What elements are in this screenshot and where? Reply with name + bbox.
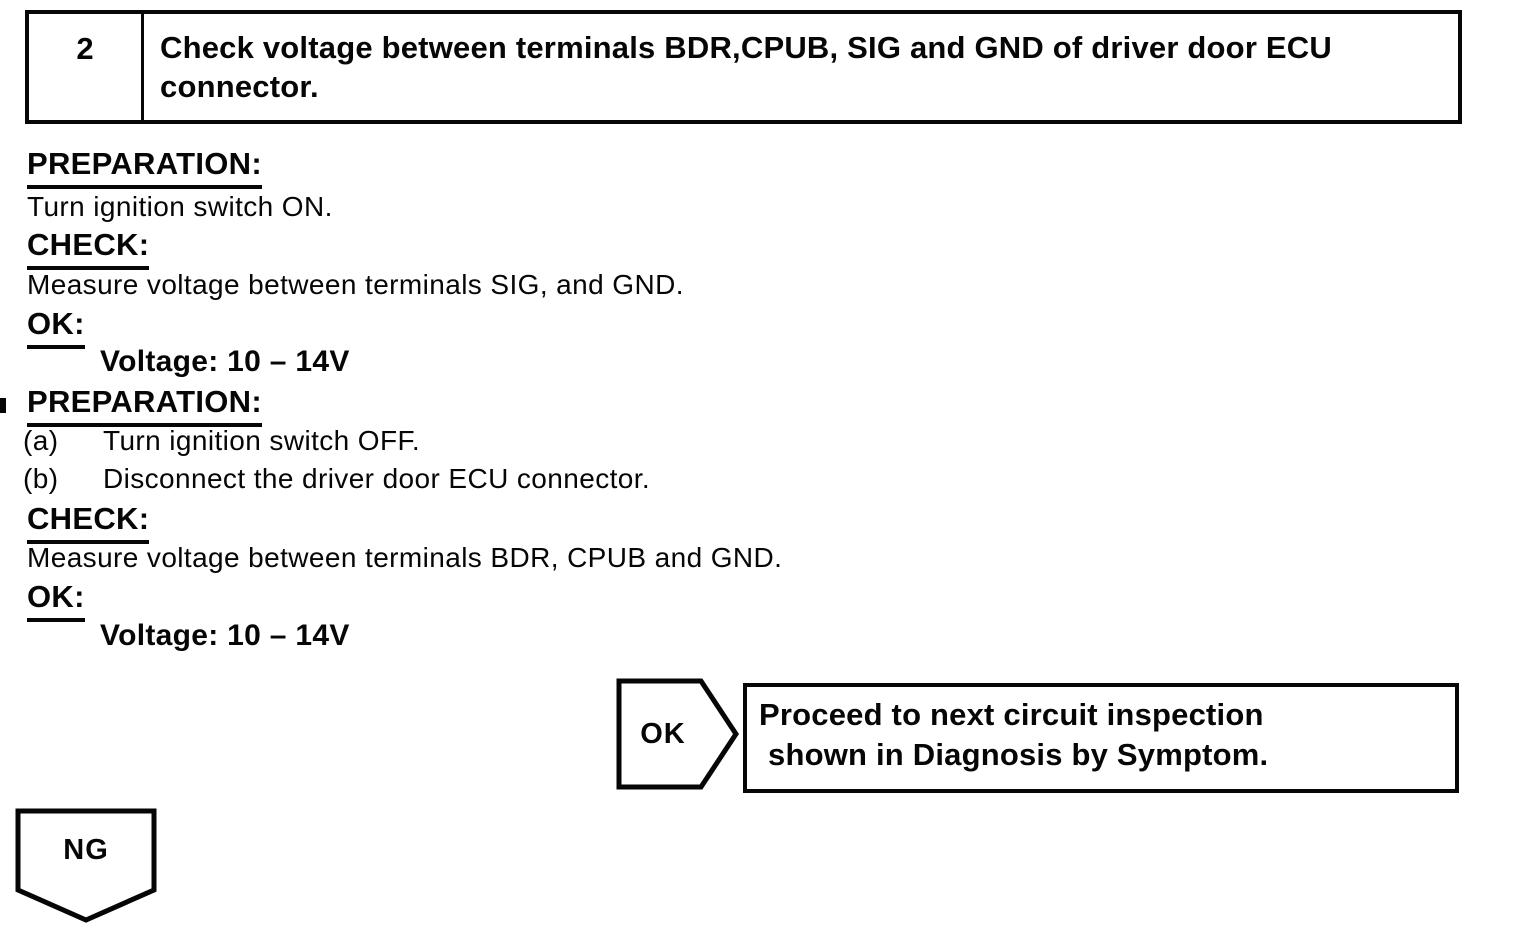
step-text-b: Disconnect the driver door ECU connector… [103,463,651,494]
check-heading-2: CHECK: [27,500,150,545]
preparation-text-1: Turn ignition switch ON. [27,191,333,222]
preparation-step-a: (a) Turn ignition switch OFF. [23,424,420,458]
scan-artifact [0,398,6,413]
check-heading-1: CHECK: [27,226,150,271]
ng-connector-label: NG [63,833,109,866]
ok-spec-2: Voltage: 10 – 14V [100,619,350,652]
ng-connector: NG [15,808,157,924]
ok-heading-2: OK: [27,578,85,623]
ok-connector-shape [616,678,739,790]
preparation-step-b: (b) Disconnect the driver door ECU connec… [23,462,650,496]
step-header: 2 Check voltage between terminals BDR,CP… [25,10,1462,124]
ok-connector: OK [616,678,740,790]
step-number: 2 [29,14,144,120]
ng-connector-shape [15,808,157,923]
preparation-heading-2: PREPARATION: [27,383,262,428]
step-letter-b: (b) [23,463,59,494]
preparation-heading-1: PREPARATION: [27,145,262,190]
ok-spec-1: Voltage: 10 – 14V [100,345,350,378]
step-title: Check voltage between terminals BDR,CPUB… [160,30,1332,104]
step-letter-a: (a) [23,425,59,456]
check-text-1: Measure voltage between terminals SIG, a… [27,269,684,300]
ok-connector-label: OK [640,717,686,750]
ok-result-line2: shown in Diagnosis by Symptom. [768,737,1269,772]
check-text-2: Measure voltage between terminals BDR, C… [27,542,783,573]
ok-heading-1: OK: [27,305,85,350]
ok-result-box: Proceed to next circuit inspection shown… [743,683,1459,793]
ok-result-line1: Proceed to next circuit inspection [759,697,1264,732]
step-text-a: Turn ignition switch OFF. [103,425,421,456]
step-number-text: 2 [76,31,94,66]
